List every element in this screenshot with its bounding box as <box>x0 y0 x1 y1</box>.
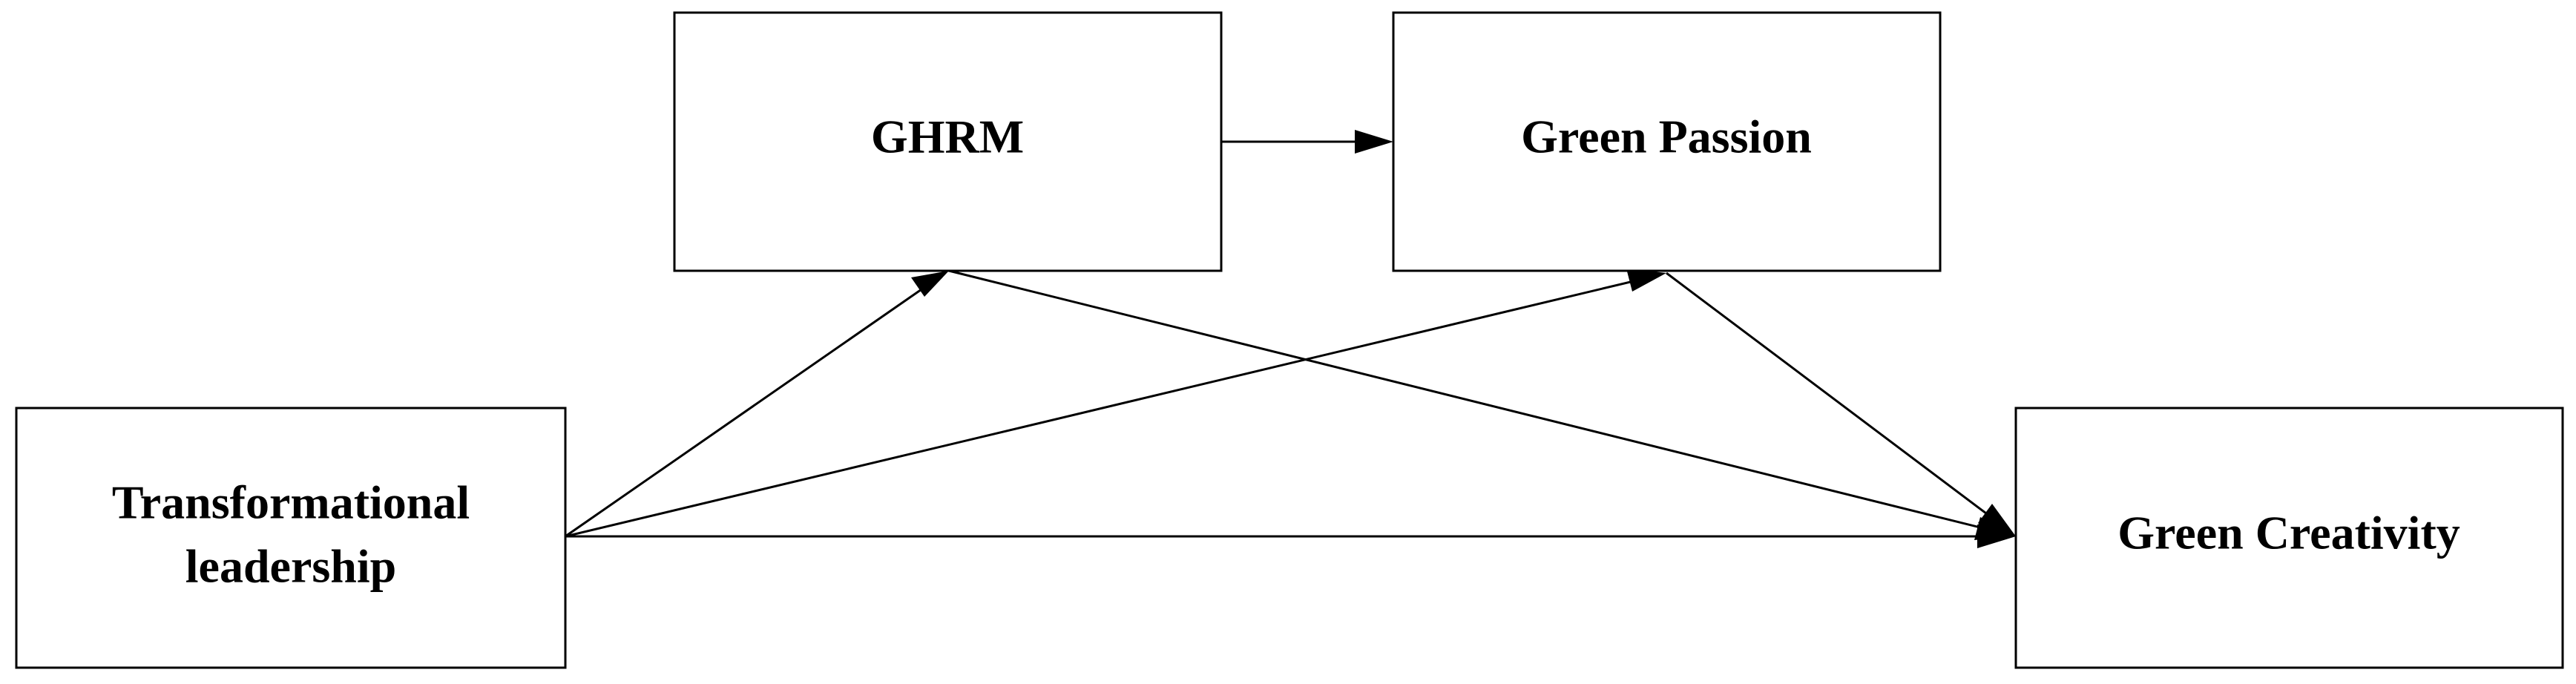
arrowhead <box>1978 504 2016 536</box>
edge-tl-to-green-creativity <box>565 524 2016 548</box>
arrowhead <box>1355 130 1393 154</box>
edge-tl-to-ghrm <box>565 271 949 538</box>
node-ghrm: GHRM <box>673 11 1223 272</box>
node-transformational-leadership: Transformational leadership <box>15 407 567 669</box>
node-transformational-leadership-label-line1: Transformational <box>112 476 470 529</box>
arrowhead <box>1626 269 1666 292</box>
edge-ghrm-to-green-passion <box>1221 130 1393 154</box>
node-ghrm-label: GHRM <box>871 111 1024 163</box>
node-green-passion: Green Passion <box>1392 11 1942 272</box>
node-green-passion-label: Green Passion <box>1521 111 1812 163</box>
node-green-creativity: Green Creativity <box>2014 407 2564 669</box>
edge-tl-to-green-passion <box>565 269 1666 538</box>
edge-green-passion-to-green-creativity <box>1666 272 2016 536</box>
node-green-creativity-label: Green Creativity <box>2117 507 2460 559</box>
node-transformational-leadership-label-line2: leadership <box>185 540 396 593</box>
arrowhead <box>911 271 949 297</box>
